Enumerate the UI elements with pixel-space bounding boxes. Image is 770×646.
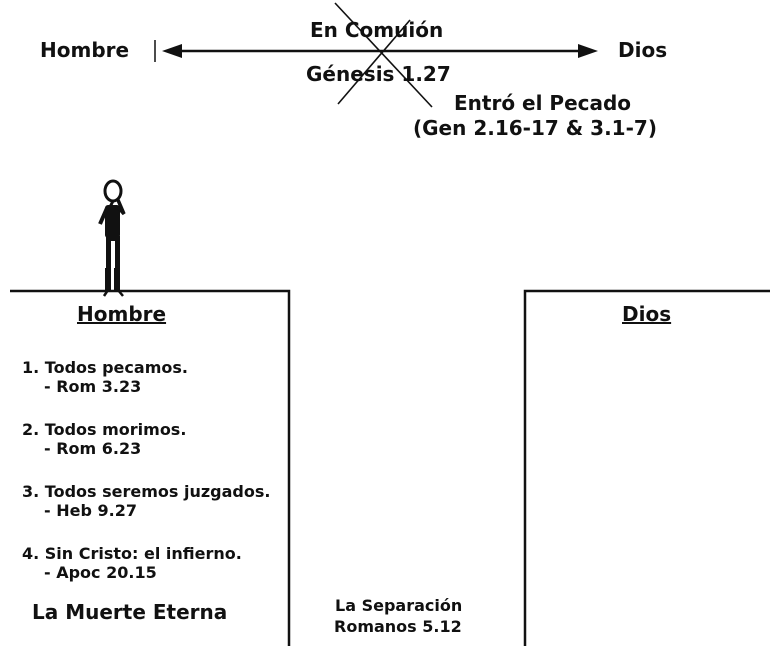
separation-reference: Romanos 5.12 xyxy=(334,617,462,636)
sin-references: (Gen 2.16-17 & 3.1-7) xyxy=(413,116,657,140)
communion-label: En Comuión xyxy=(310,18,444,42)
top-label-god: Dios xyxy=(618,38,668,62)
cross-out-stroke-1 xyxy=(334,2,433,108)
arrowhead-left xyxy=(162,44,182,58)
fact-text: 2. Todos morimos. xyxy=(22,420,187,439)
conclusion-label: La Muerte Eterna xyxy=(32,600,228,624)
left-cliff-title: Hombre xyxy=(77,302,167,326)
fact-reference: - Heb 9.27 xyxy=(44,501,137,520)
separation-label: La Separación xyxy=(335,596,463,615)
sin-label: Entró el Pecado xyxy=(454,91,632,115)
right-cliff-title: Dios xyxy=(622,302,672,326)
list-item: 4. Sin Cristo: el infierno. - Apoc 20.15 xyxy=(22,544,270,606)
fact-text: 1. Todos pecamos. xyxy=(22,358,188,377)
list-item: 3. Todos seremos juzgados. - Heb 9.27 xyxy=(22,482,270,544)
arrowhead-right xyxy=(578,44,598,58)
fact-reference: - Rom 3.23 xyxy=(44,377,142,396)
fact-text: 3. Todos seremos juzgados. xyxy=(22,482,271,501)
right-cliff xyxy=(523,289,770,646)
facts-list: 1. Todos pecamos. - Rom 3.23 2. Todos mo… xyxy=(22,358,270,606)
cross-out-stroke-2 xyxy=(337,19,411,105)
fact-reference: - Rom 6.23 xyxy=(44,439,142,458)
top-label-man: Hombre xyxy=(40,38,130,62)
list-item: 2. Todos morimos. - Rom 6.23 xyxy=(22,420,270,482)
fact-text: 4. Sin Cristo: el infierno. xyxy=(22,544,242,563)
man-figure-icon xyxy=(98,179,126,297)
fact-reference: - Apoc 20.15 xyxy=(44,563,157,582)
left-cliff xyxy=(10,289,291,646)
list-item: 1. Todos pecamos. - Rom 3.23 xyxy=(22,358,270,420)
communion-reference: Génesis 1.27 xyxy=(306,62,451,86)
